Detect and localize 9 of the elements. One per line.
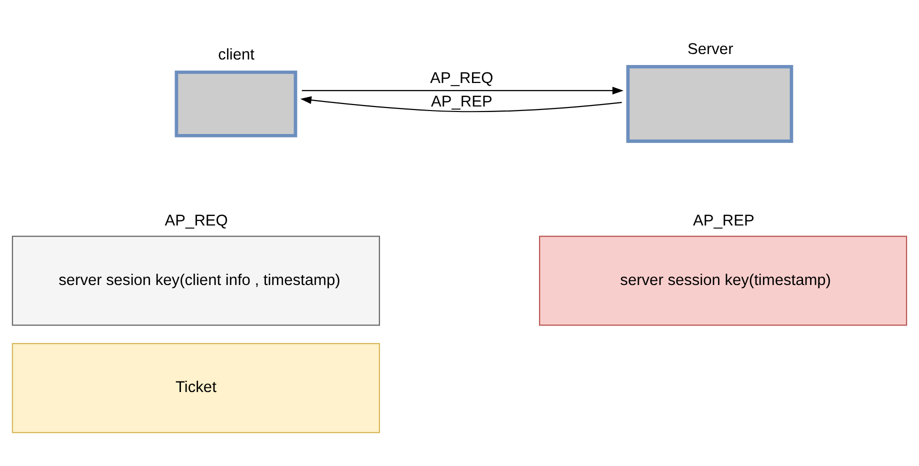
node-label: AP_REP [693,212,754,229]
arrow [300,96,622,112]
node-box: Ticket [12,342,380,433]
node-label: AP_REQ [164,212,228,229]
arrow [302,86,624,94]
node-label: Server [687,40,734,58]
edge-label: AP_REP [431,92,492,110]
node-label: client [218,46,254,64]
edge-label: AP_REQ [430,70,494,87]
